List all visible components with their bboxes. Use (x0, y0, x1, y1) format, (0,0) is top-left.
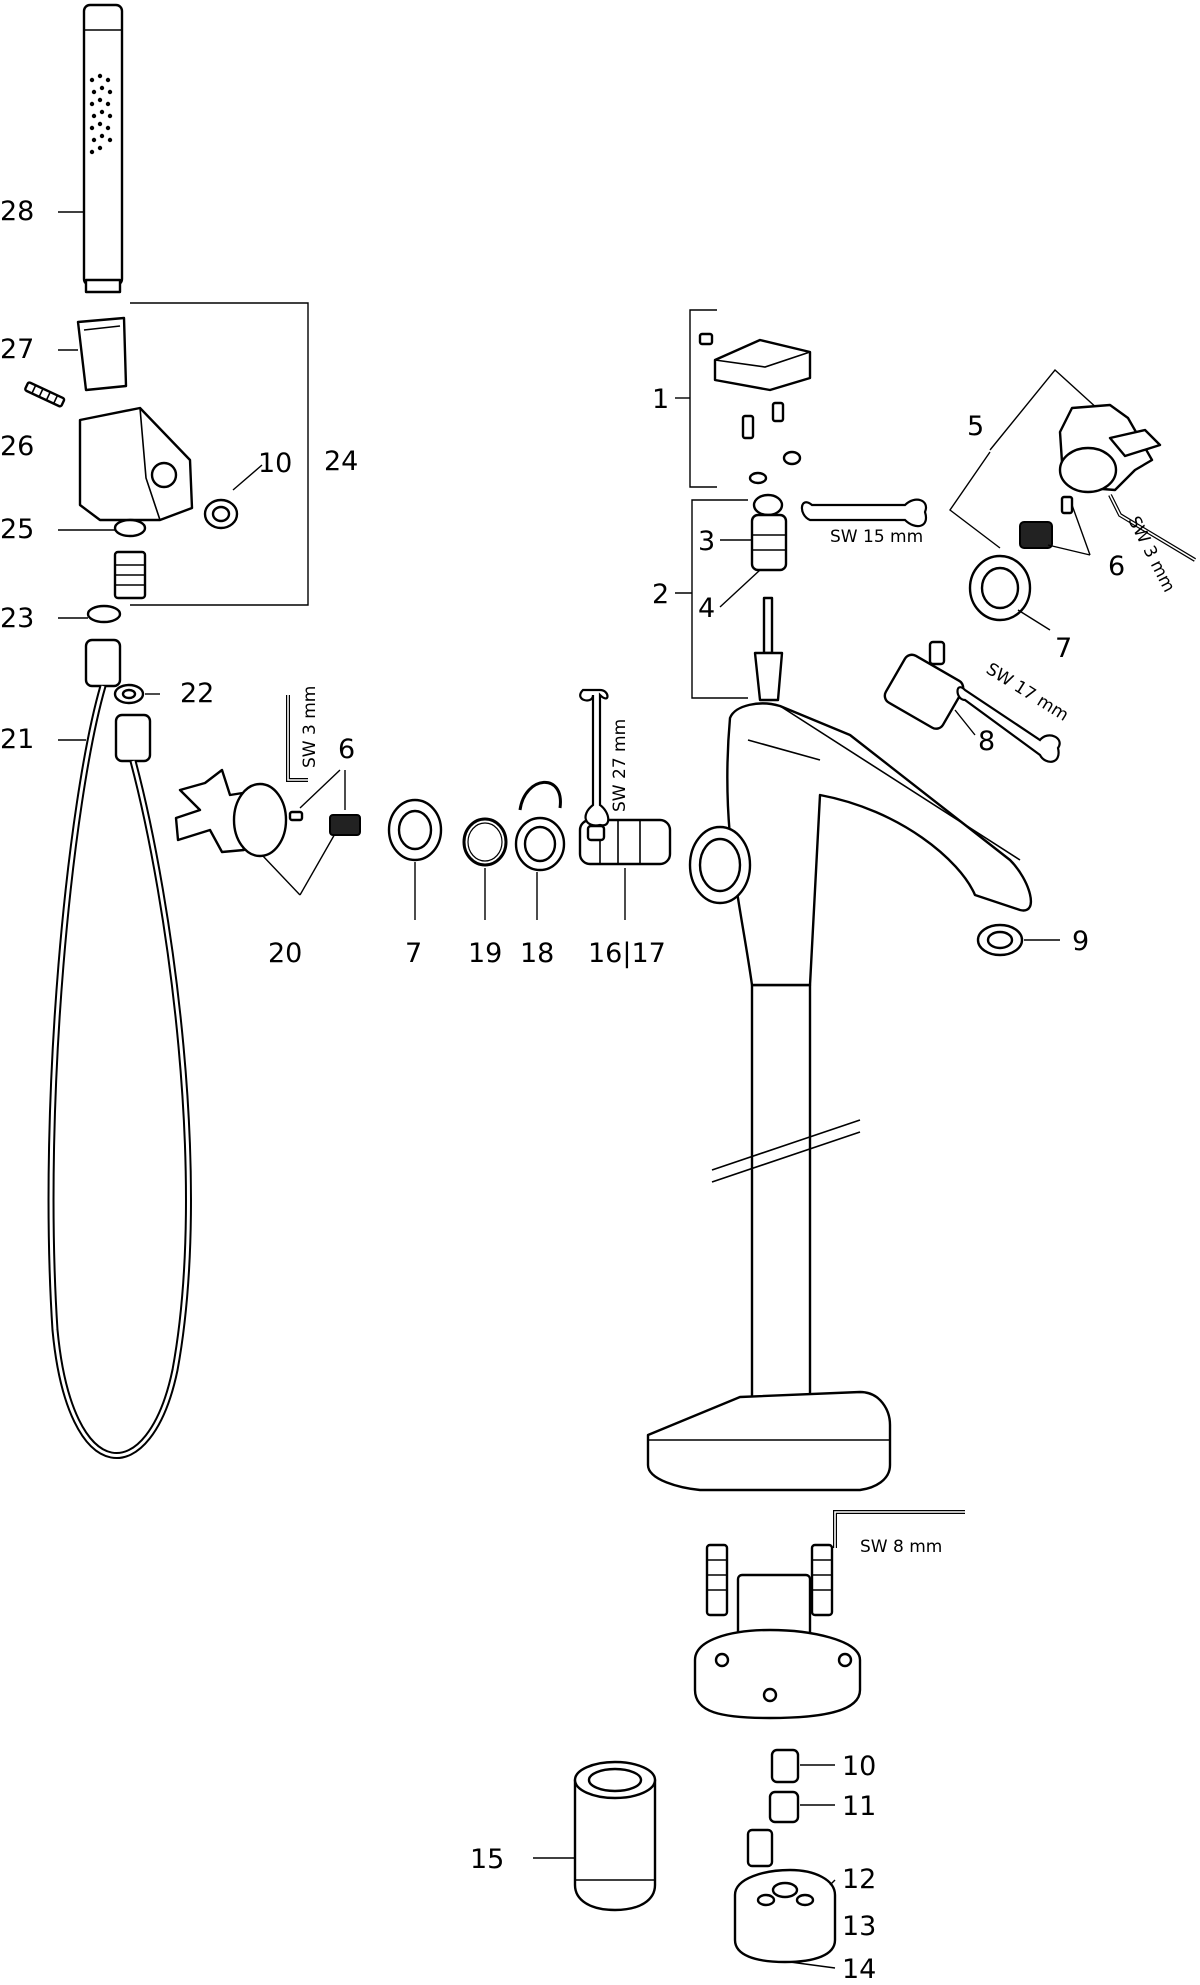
label-sw8: SW 8 mm (860, 1537, 942, 1557)
connectors-10-14 (733, 1748, 837, 1969)
hex-key-sw8-icon (833, 1510, 965, 1548)
label-15: 15 (470, 1844, 504, 1875)
label-2: 2 (652, 579, 669, 610)
leader-lines (58, 211, 263, 741)
diverter-handle (174, 768, 341, 896)
label-sw3-right: SW 3 mm (1124, 513, 1179, 595)
headpart-set-2 (675, 493, 788, 702)
label-19: 19 (468, 938, 502, 969)
label-27: 27 (0, 334, 34, 365)
label-10-bottom: 10 (842, 1751, 876, 1782)
handle-set-1 (675, 309, 812, 488)
handle-screw-and-insert (288, 769, 361, 836)
label-11: 11 (842, 1791, 876, 1822)
label-sw27: SW 27 mm (610, 719, 630, 812)
label-20: 20 (268, 938, 302, 969)
o-ring (462, 817, 508, 920)
label-6-right: 6 (1108, 551, 1125, 582)
label-4: 4 (698, 593, 715, 624)
label-22: 22 (180, 678, 214, 709)
hand-shower (82, 3, 124, 294)
ceramic-cartridge-8 (883, 640, 976, 736)
label-23: 23 (0, 603, 34, 634)
wrench-sw17-icon (956, 686, 1061, 763)
label-28: 28 (0, 196, 34, 227)
label-16-17: 16|17 (588, 938, 666, 969)
part-numbers: 28 27 26 10 24 25 23 22 21 6 20 7 19 18 … (0, 196, 1125, 1985)
label-25: 25 (0, 514, 34, 545)
label-21: 21 (0, 724, 34, 755)
label-18: 18 (520, 938, 554, 969)
label-6-left: 6 (338, 734, 355, 765)
thermostatic-cartridge (578, 818, 672, 920)
label-14: 14 (842, 1954, 876, 1985)
shower-holder-set (24, 302, 309, 624)
label-10-left: 10 (258, 448, 292, 479)
label-sw3-left: SW 3 mm (300, 686, 320, 768)
label-1: 1 (652, 384, 669, 415)
spout-body (646, 702, 1060, 1720)
shower-hose (47, 638, 192, 1459)
label-26: 26 (0, 431, 34, 462)
handle-set-5 (949, 368, 1162, 631)
wrench-sw15-icon (800, 498, 928, 528)
label-7-right: 7 (1055, 633, 1072, 664)
wrench-sw27-icon (579, 688, 610, 827)
extension-15 (533, 1760, 657, 1912)
label-9: 9 (1072, 926, 1089, 957)
hex-key-sw3-left-icon (286, 695, 308, 782)
retaining-ring-and-clip (514, 780, 566, 920)
hex-key-sw3-right-icon (1108, 494, 1197, 562)
label-12: 12 (842, 1864, 876, 1895)
label-8: 8 (978, 726, 995, 757)
label-5: 5 (967, 411, 984, 442)
label-3: 3 (698, 526, 715, 557)
label-13: 13 (842, 1911, 876, 1942)
label-7-left: 7 (405, 938, 422, 969)
nut-left (387, 798, 443, 920)
label-sw15: SW 15 mm (830, 527, 923, 547)
label-24: 24 (324, 446, 358, 477)
